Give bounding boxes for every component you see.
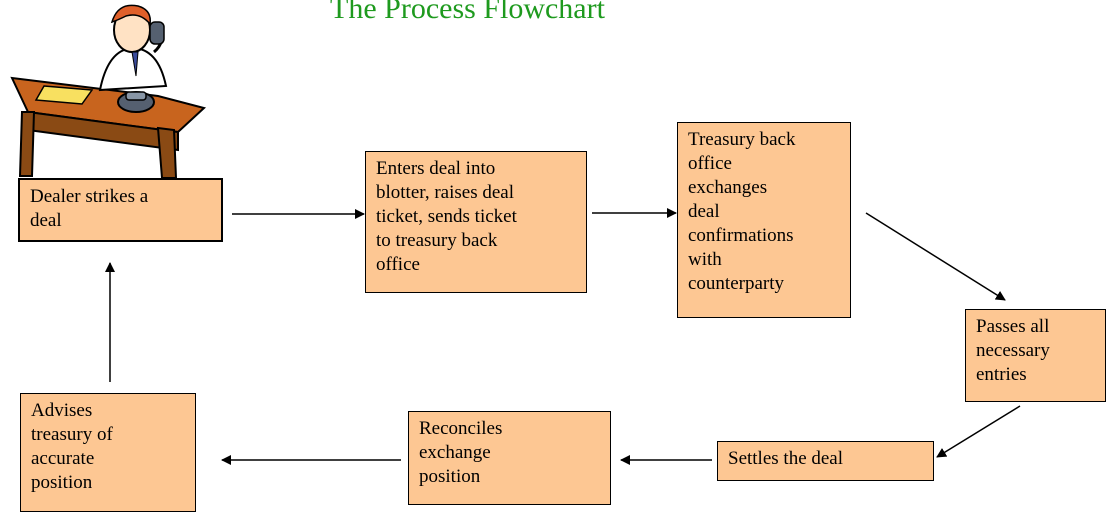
page-title: The Process Flowchart xyxy=(330,0,605,25)
dealer-clipart-icon xyxy=(10,4,207,179)
arrow-passes-to-settles xyxy=(936,405,1021,458)
step-treasury-exchanges: Treasury back office exchanges deal conf… xyxy=(677,122,851,318)
step-reconciles-position: Reconciles exchange position xyxy=(408,411,611,505)
arrow-treasury-to-passes xyxy=(865,212,1006,301)
step-passes-entries: Passes all necessary entries xyxy=(965,309,1106,402)
step-dealer-strikes-deal: Dealer strikes a deal xyxy=(18,178,223,242)
step-advises-treasury: Advises treasury of accurate position xyxy=(20,393,196,512)
step-enters-deal: Enters deal into blotter, raises deal ti… xyxy=(365,151,587,293)
step-settles-deal: Settles the deal xyxy=(717,441,934,481)
